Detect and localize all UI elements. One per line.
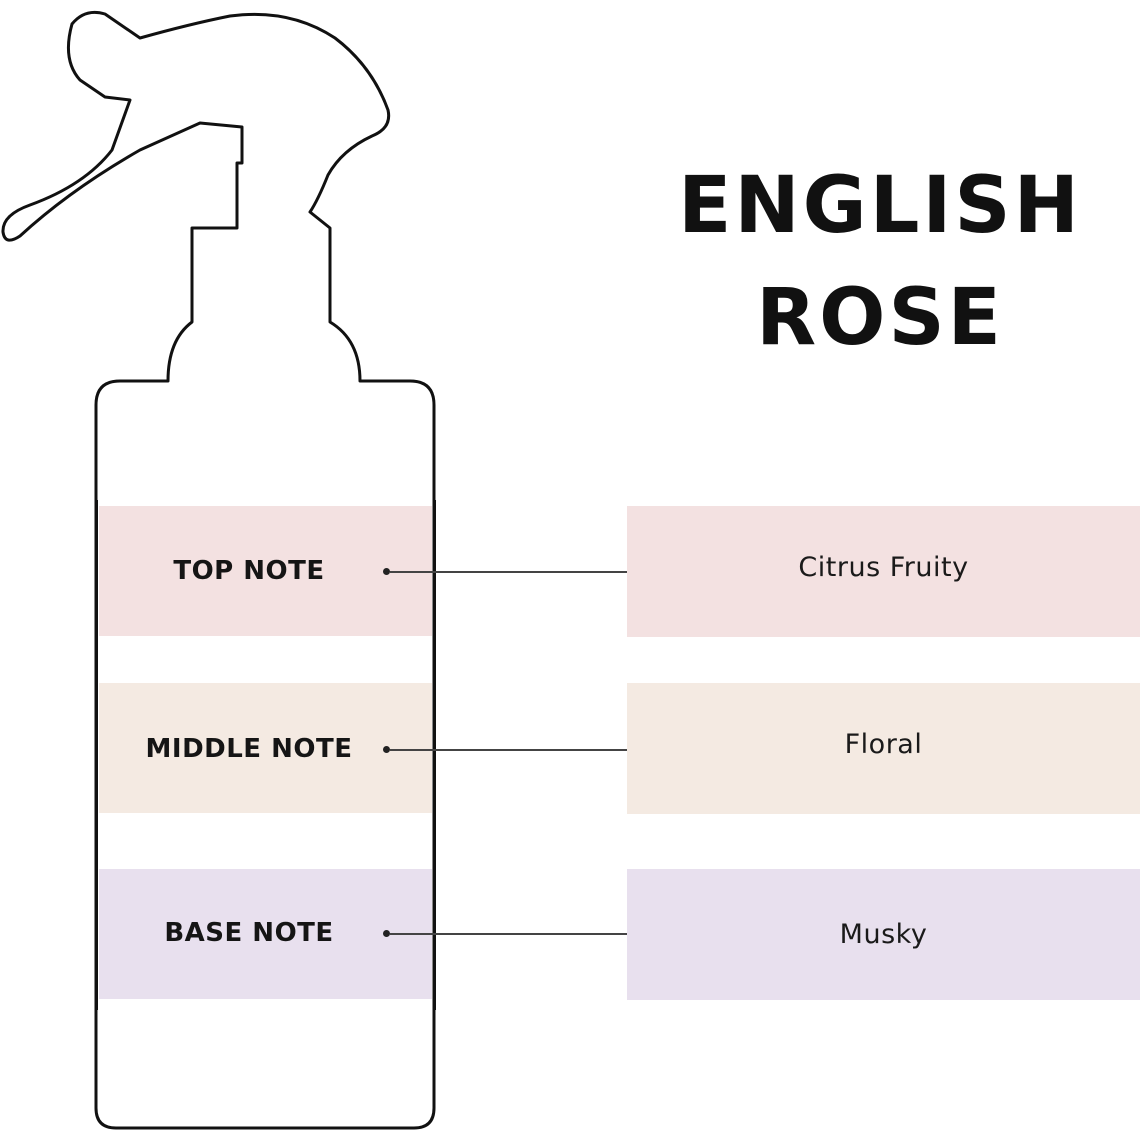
bottle-right-edge — [433, 500, 436, 1010]
middle-note-connector — [390, 749, 627, 751]
middle-note-label: MIDDLE NOTE — [145, 734, 353, 764]
base-note-band — [99, 869, 432, 999]
top-note-description-box — [627, 506, 1140, 637]
middle-note-band — [99, 683, 432, 813]
top-note-band — [99, 506, 432, 636]
bottle-left-edge — [95, 500, 98, 1010]
base-note-dot — [383, 930, 390, 937]
top-note-connector — [390, 571, 627, 573]
top-note-dot — [383, 568, 390, 575]
middle-note-description: Floral — [844, 729, 923, 760]
base-note-connector — [390, 933, 627, 935]
base-note-description-box — [627, 869, 1140, 1000]
top-note-description: Citrus Fruity — [798, 552, 969, 583]
top-note-label: TOP NOTE — [173, 556, 325, 586]
middle-note-description-box — [627, 683, 1140, 814]
title-line-2: ROSE — [756, 273, 1004, 363]
base-note-description: Musky — [839, 919, 928, 950]
title-line-1: ENGLISH — [678, 161, 1082, 251]
middle-note-dot — [383, 746, 390, 753]
base-note-label: BASE NOTE — [164, 918, 334, 948]
product-title: ENGLISH ROSE — [640, 150, 1120, 374]
